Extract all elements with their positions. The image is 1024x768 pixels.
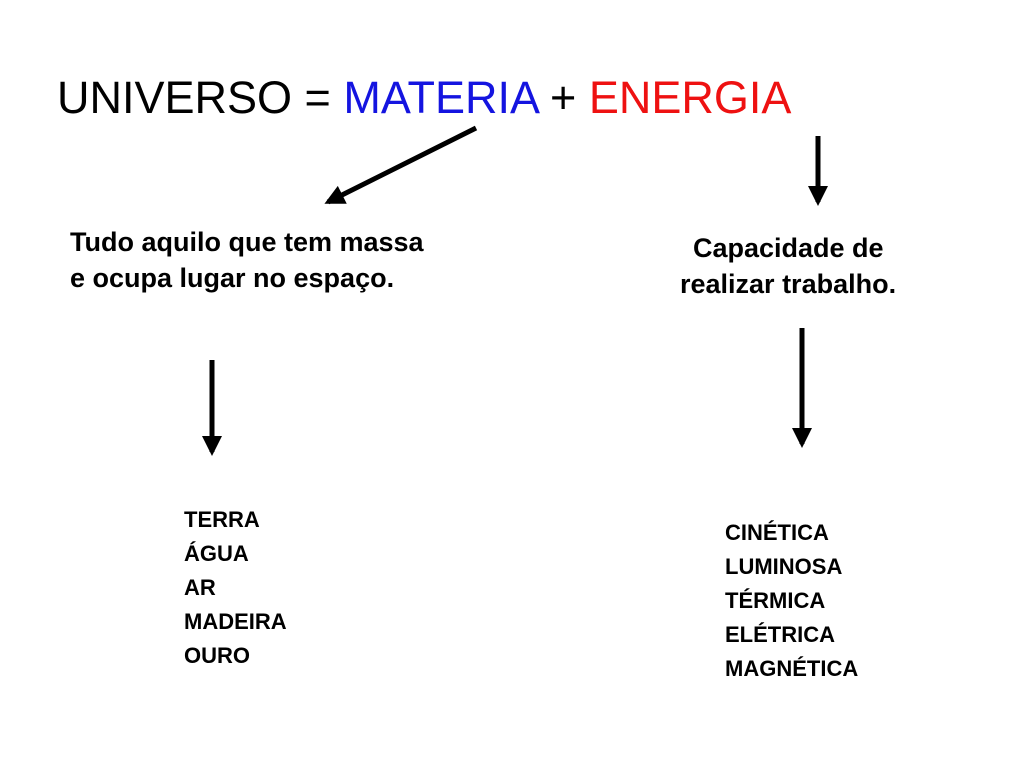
energia-definition-line2: realizar trabalho. (680, 269, 897, 299)
materia-examples-list: TERRA ÁGUA AR MADEIRA OURO (184, 503, 287, 673)
energia-definition-line1: Capacidade de (693, 233, 884, 263)
title-energia: ENERGIA (588, 72, 792, 123)
list-item: CINÉTICA (725, 520, 829, 545)
page-title: UNIVERSO = MATERIA + ENERGIA (57, 68, 791, 128)
list-item: MAGNÉTICA (725, 656, 859, 681)
list-item: MADEIRA (184, 609, 287, 634)
materia-definition: Tudo aquilo que tem massa e ocupa lugar … (70, 224, 424, 296)
energia-definition: Capacidade de realizar trabalho. (680, 230, 896, 302)
list-item: TÉRMICA (725, 588, 826, 613)
list-item: AR (184, 575, 216, 600)
materia-definition-line2: e ocupa lugar no espaço. (70, 263, 395, 293)
materia-definition-line1: Tudo aquilo que tem massa (70, 227, 424, 257)
energia-examples-list: CINÉTICA LUMINOSA TÉRMICA ELÉTRICA MAGNÉ… (725, 516, 858, 686)
list-item: TERRA (184, 507, 260, 532)
list-item: LUMINOSA (725, 554, 843, 579)
list-item: OURO (184, 643, 250, 668)
list-item: ÁGUA (184, 541, 249, 566)
title-materia: MATERIA (343, 72, 538, 123)
title-prefix: UNIVERSO = (57, 72, 344, 123)
title-plus: + (537, 72, 589, 123)
list-item: ELÉTRICA (725, 622, 835, 647)
arrow-to-materia-def (324, 125, 478, 205)
